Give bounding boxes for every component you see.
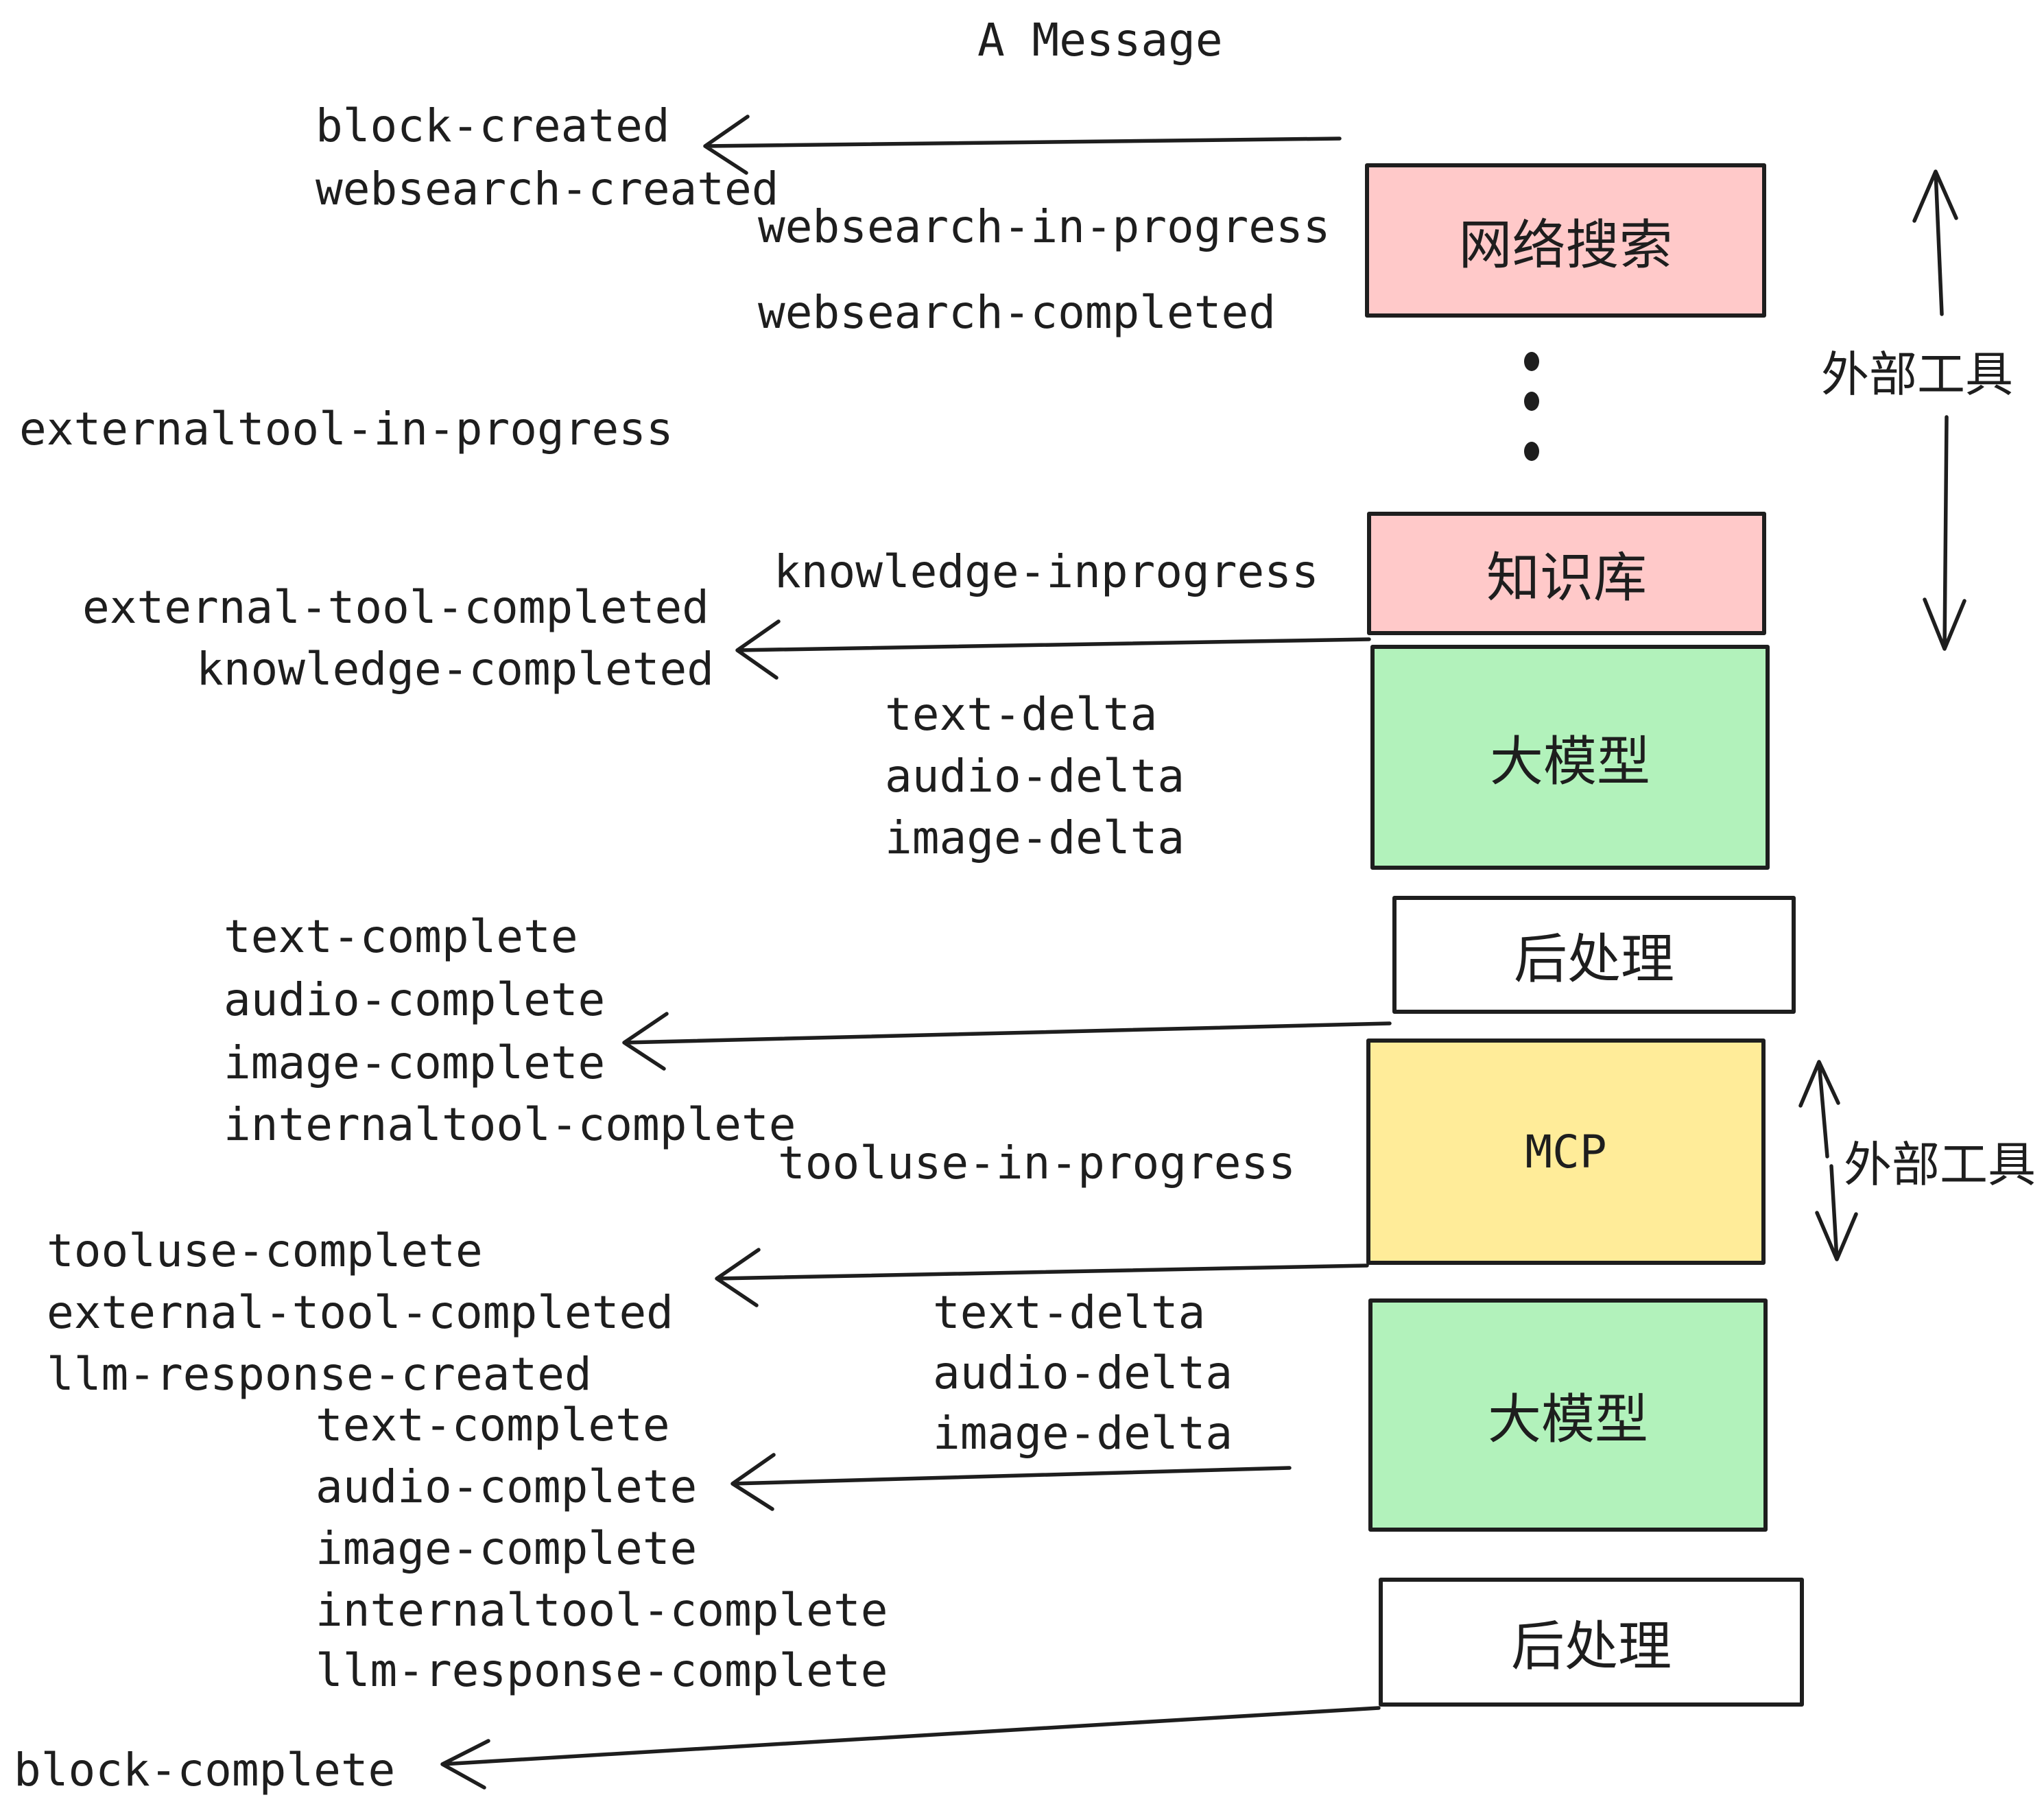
event-label-externaltool-in-progress: externaltool-in-progress (19, 403, 674, 455)
event-label-block-created: block-created (316, 99, 670, 152)
event-label-audio-complete-1: audio-complete (224, 973, 606, 1026)
box-postprocess-2-label: 后处理 (1510, 1616, 1672, 1678)
box-knowledge-label: 知识库 (1486, 547, 1647, 609)
box-mcp: MCP (1366, 1039, 1766, 1265)
box-llm-2: 大模型 (1368, 1298, 1768, 1532)
external-tools-label-lower: 外部工具 (1844, 1137, 2036, 1193)
event-label-websearch-in-progress: websearch-in-progress (758, 200, 1331, 253)
event-label-text-delta-2: text-delta (933, 1286, 1206, 1339)
arrow-llm2-to-audio-complete (730, 1453, 1292, 1511)
event-label-audio-delta-2: audio-delta (933, 1346, 1233, 1399)
arrow-post2-to-block-complete (440, 1706, 1381, 1790)
box-websearch: 网络搜索 (1365, 163, 1766, 318)
event-label-text-complete-1: text-complete (224, 910, 578, 963)
event-label-tooluse-complete: tooluse-complete (47, 1224, 483, 1277)
box-postprocess-1-label: 后处理 (1513, 929, 1674, 990)
event-label-image-complete-2: image-complete (316, 1522, 698, 1575)
event-label-websearch-created: websearch-created (316, 163, 779, 215)
event-label-image-delta-1: image-delta (885, 811, 1185, 864)
event-label-audio-complete-2: audio-complete (316, 1460, 698, 1513)
box-llm-1: 大模型 (1370, 645, 1770, 870)
event-label-internaltool-complete-2: internaltool-complete (316, 1584, 888, 1637)
arrow-post1-to-image-complete (622, 1012, 1392, 1071)
event-label-audio-delta-1: audio-delta (885, 750, 1185, 803)
diagram-title: A Message (977, 14, 1223, 67)
event-label-external-tool-completed: external-tool-completed (82, 581, 709, 634)
ellipsis-dots (1524, 352, 1539, 461)
box-knowledge: 知识库 (1367, 512, 1766, 635)
event-label-knowledge-inprogress: knowledge-inprogress (774, 545, 1319, 598)
box-llm-1-label: 大模型 (1489, 731, 1650, 793)
box-postprocess-2: 后处理 (1379, 1578, 1804, 1707)
box-mcp-label: MCP (1525, 1125, 1607, 1178)
arrow-knowledge-completed (735, 619, 1371, 680)
box-postprocess-1: 后处理 (1392, 896, 1796, 1014)
arrow-websearch-to-block-created (703, 115, 1342, 175)
event-label-knowledge-completed: knowledge-completed (196, 643, 714, 696)
event-label-block-complete: block-complete (14, 1744, 396, 1796)
box-llm-2-label: 大模型 (1487, 1389, 1648, 1451)
event-label-image-delta-2: image-delta (933, 1407, 1233, 1460)
double-arrow-external-tools-upper (1912, 169, 1966, 651)
external-tools-label-upper: 外部工具 (1821, 346, 2013, 403)
event-label-text-complete-2: text-complete (316, 1399, 670, 1451)
event-label-image-complete-1: image-complete (224, 1036, 606, 1089)
event-label-internaltool-complete-1: internaltool-complete (224, 1098, 796, 1151)
event-label-tooluse-in-progress: tooluse-in-progress (778, 1137, 1296, 1189)
event-label-text-delta-1: text-delta (885, 688, 1158, 741)
event-label-websearch-completed: websearch-completed (758, 286, 1276, 339)
event-label-llm-response-complete: llm-response-complete (316, 1644, 888, 1697)
event-label-llm-response-created: llm-response-created (47, 1348, 592, 1401)
event-label-external-tool-completed-2: external-tool-completed (47, 1286, 674, 1339)
box-websearch-label: 网络搜索 (1458, 214, 1673, 276)
